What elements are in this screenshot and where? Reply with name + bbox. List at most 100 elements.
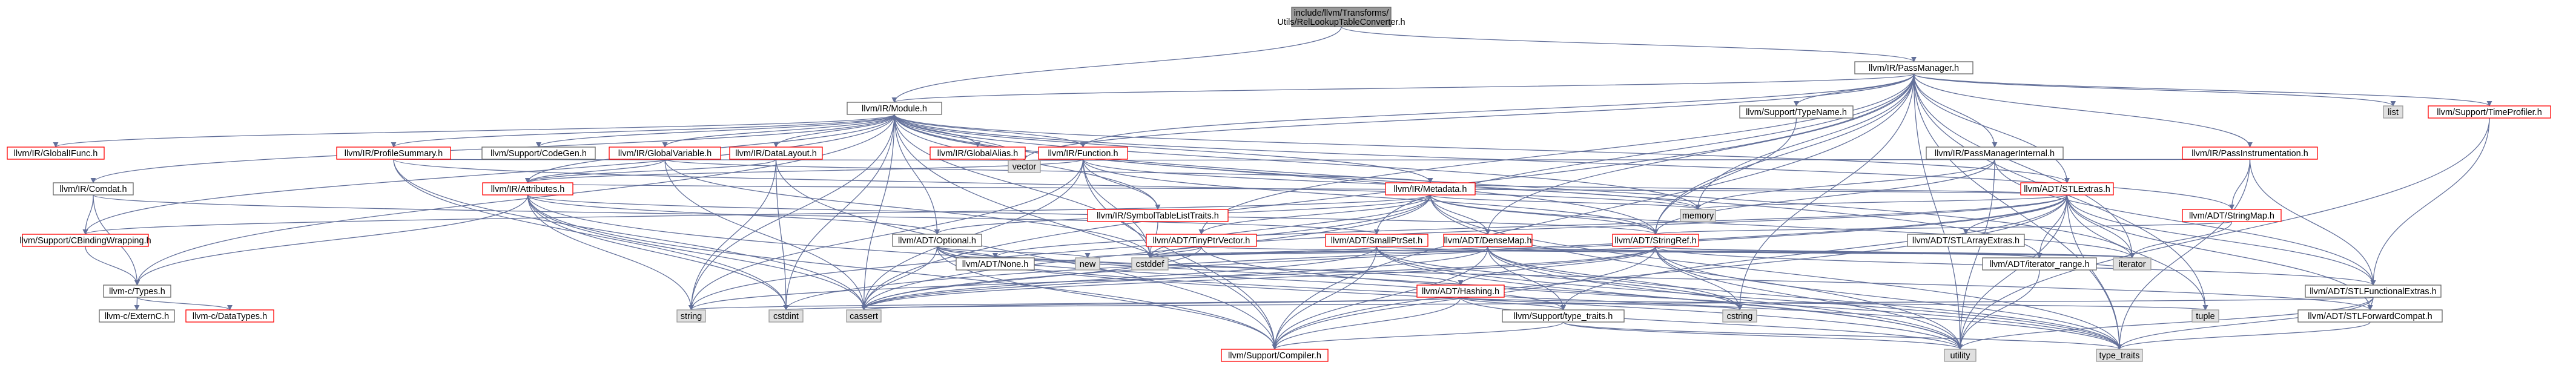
node-timeprofiler[interactable]: llvm/Support/TimeProfiler.h <box>2428 105 2551 119</box>
node-typetraits[interactable]: llvm/Support/type_traits.h <box>1502 309 1625 323</box>
edge-module-to-stlextras <box>894 114 2070 183</box>
node-pmint[interactable]: llvm/IR/PassManagerInternal.h <box>1926 146 2064 160</box>
edge-globalvariable-to-metadata <box>664 159 1433 183</box>
node-box <box>2383 105 2403 119</box>
node-passinstr[interactable]: llvm/IR/PassInstrumentation.h <box>2182 146 2318 160</box>
edge-optional-to-new <box>936 246 1091 258</box>
node-profilesummary[interactable]: llvm/IR/ProfileSummary.h <box>336 146 451 160</box>
edge-module-to-cbw <box>82 114 895 235</box>
node-stlfwdcompat[interactable]: llvm/ADT/STLForwardCompat.h <box>2297 309 2443 323</box>
node-metadata[interactable]: llvm/IR/Metadata.h <box>1385 182 1476 196</box>
node-globalalias[interactable]: llvm/IR/GlobalAlias.h <box>930 146 1026 160</box>
edge-passmanager-to-iterator <box>1913 73 2135 258</box>
node-label: llvm/IR/GlobalIFunc.h <box>14 149 98 159</box>
node-module[interactable]: llvm/IR/Module.h <box>847 102 942 115</box>
node-label: list <box>2388 108 2399 117</box>
node-label: llvm/Support/TimeProfiler.h <box>2437 108 2542 117</box>
edge-module-to-globalifunc <box>53 114 895 148</box>
node-label: llvm/IR/PassManagerInternal.h <box>1935 149 2055 159</box>
edge-stlextras-to-cassert <box>861 194 2068 311</box>
node-stlfunc[interactable]: llvm/ADT/STLFunctionalExtras.h <box>2305 284 2442 298</box>
node-globalvariable[interactable]: llvm/IR/GlobalVariable.h <box>609 146 721 160</box>
edge-datalayout-to-cstdint <box>775 159 789 311</box>
node-stringref[interactable]: llvm/ADT/StringRef.h <box>1612 234 1699 247</box>
node-iterrange[interactable]: llvm/ADT/iterator_range.h <box>1982 257 2097 271</box>
node-cassert: cassert <box>846 309 882 323</box>
node-adtnone[interactable]: llvm/ADT/None.h <box>956 257 1035 271</box>
node-label: new <box>1080 260 1096 269</box>
edge-stlextras-to-memory <box>1695 194 2068 210</box>
node-datatypes[interactable]: llvm-c/DataTypes.h <box>185 309 274 323</box>
edge-stlextras-to-iterator <box>2066 194 2135 258</box>
edge-metadata-to-memory <box>1430 194 1701 210</box>
node-label: iterator <box>2118 260 2145 269</box>
edge-hashing-to-tuple <box>1460 297 2208 311</box>
edge-passinstr-to-type_traits <box>2116 159 2251 350</box>
node-box <box>2428 105 2551 119</box>
node-label: tuple <box>2196 312 2214 321</box>
node-box <box>1221 349 1329 362</box>
node-codegen[interactable]: llvm/Support/CodeGen.h <box>481 146 596 160</box>
node-function[interactable]: llvm/IR/Function.h <box>1038 146 1128 160</box>
node-box <box>185 309 274 323</box>
node-label: llvm/ADT/STLExtras.h <box>2024 185 2110 194</box>
node-ctypes[interactable]: llvm-c/Types.h <box>103 284 171 298</box>
node-datalayout[interactable]: llvm/IR/DataLayout.h <box>729 146 823 160</box>
node-optional[interactable]: llvm/ADT/Optional.h <box>892 234 982 247</box>
node-root[interactable]: include/llvm/Transforms/Utils/RelLookupT… <box>1277 7 1405 27</box>
node-box <box>768 309 804 323</box>
edge-passmanager-to-stlextras <box>1913 73 2070 183</box>
edge-metadata-to-string <box>689 194 1431 311</box>
node-box <box>1325 234 1428 247</box>
edge-timeprofiler-to-stlfunc <box>2370 117 2490 286</box>
edge-passmanager-to-module <box>892 73 1915 103</box>
edge-passmanager-to-pmint <box>1913 73 1998 148</box>
node-cbw[interactable]: llvm/Support/CBindingWrapping.h <box>19 234 151 247</box>
node-box <box>956 257 1035 271</box>
edge-module-to-ctypes <box>134 114 895 286</box>
node-attributes[interactable]: llvm/IR/Attributes.h <box>482 182 573 196</box>
edge-stringref-to-hashing <box>1458 246 1656 286</box>
edge-attributes-to-utility <box>527 194 1963 350</box>
node-box <box>1008 160 1041 173</box>
edge-comdat-to-cbw <box>82 194 94 235</box>
node-passmanager[interactable]: llvm/IR/PassManager.h <box>1854 61 1973 74</box>
node-stringmap[interactable]: llvm/ADT/StringMap.h <box>2182 209 2282 222</box>
node-label: llvm/IR/GlobalVariable.h <box>618 149 712 159</box>
node-globalifunc[interactable]: llvm/IR/GlobalIFunc.h <box>7 146 105 160</box>
node-box <box>1502 309 1625 323</box>
edge-stringref-to-compiler <box>1272 246 1656 350</box>
node-stlarrayextras[interactable]: llvm/ADT/STLArrayExtras.h <box>1907 234 2025 247</box>
node-label: llvm/IR/GlobalAlias.h <box>937 149 1019 159</box>
node-densemap[interactable]: llvm/ADT/DenseMap.h <box>1443 234 1533 247</box>
edge-hashing-to-compiler <box>1272 297 1461 350</box>
node-hashing[interactable]: llvm/ADT/Hashing.h <box>1416 284 1505 298</box>
node-tinyptrvector[interactable]: llvm/ADT/TinyPtrVector.h <box>1146 234 1257 247</box>
node-externc[interactable]: llvm-c/ExternC.h <box>99 309 175 323</box>
node-label: llvm/IR/Attributes.h <box>491 185 565 194</box>
edge-stlextras-to-cstdint <box>783 194 2068 311</box>
edge-passinstr-to-stlfunc <box>2249 159 2376 286</box>
edge-passmanager-to-memory <box>1695 73 1915 210</box>
edge-passmanager-to-tinyptrvector <box>1198 73 1915 235</box>
edge-ctypes-to-datatypes <box>136 297 233 311</box>
node-compiler[interactable]: llvm/Support/Compiler.h <box>1221 349 1329 362</box>
node-stlextras[interactable]: llvm/ADT/STLExtras.h <box>2020 182 2114 196</box>
node-smallptrset[interactable]: llvm/ADT/SmallPtrSet.h <box>1325 234 1428 247</box>
node-label: string <box>681 312 702 321</box>
edge-optional-to-cassert <box>860 246 938 311</box>
node-memory: memory <box>1680 209 1716 222</box>
edge-passmanager-to-smallptrset <box>1374 73 1915 235</box>
node-box <box>1926 146 2064 160</box>
edge-pmint-to-memory <box>1695 159 1995 210</box>
node-box <box>1291 7 1392 27</box>
node-box <box>1944 349 1977 362</box>
node-utility: utility <box>1944 349 1977 362</box>
node-typename[interactable]: llvm/Support/TypeName.h <box>1739 105 1854 119</box>
node-box <box>1416 284 1505 298</box>
node-comdat[interactable]: llvm/IR/Comdat.h <box>53 182 134 196</box>
edge-stlextras-to-utility <box>1957 194 2068 350</box>
node-box <box>7 146 105 160</box>
node-symtabtraits[interactable]: llvm/IR/SymbolTableListTraits.h <box>1087 209 1229 222</box>
node-box <box>2182 146 2318 160</box>
